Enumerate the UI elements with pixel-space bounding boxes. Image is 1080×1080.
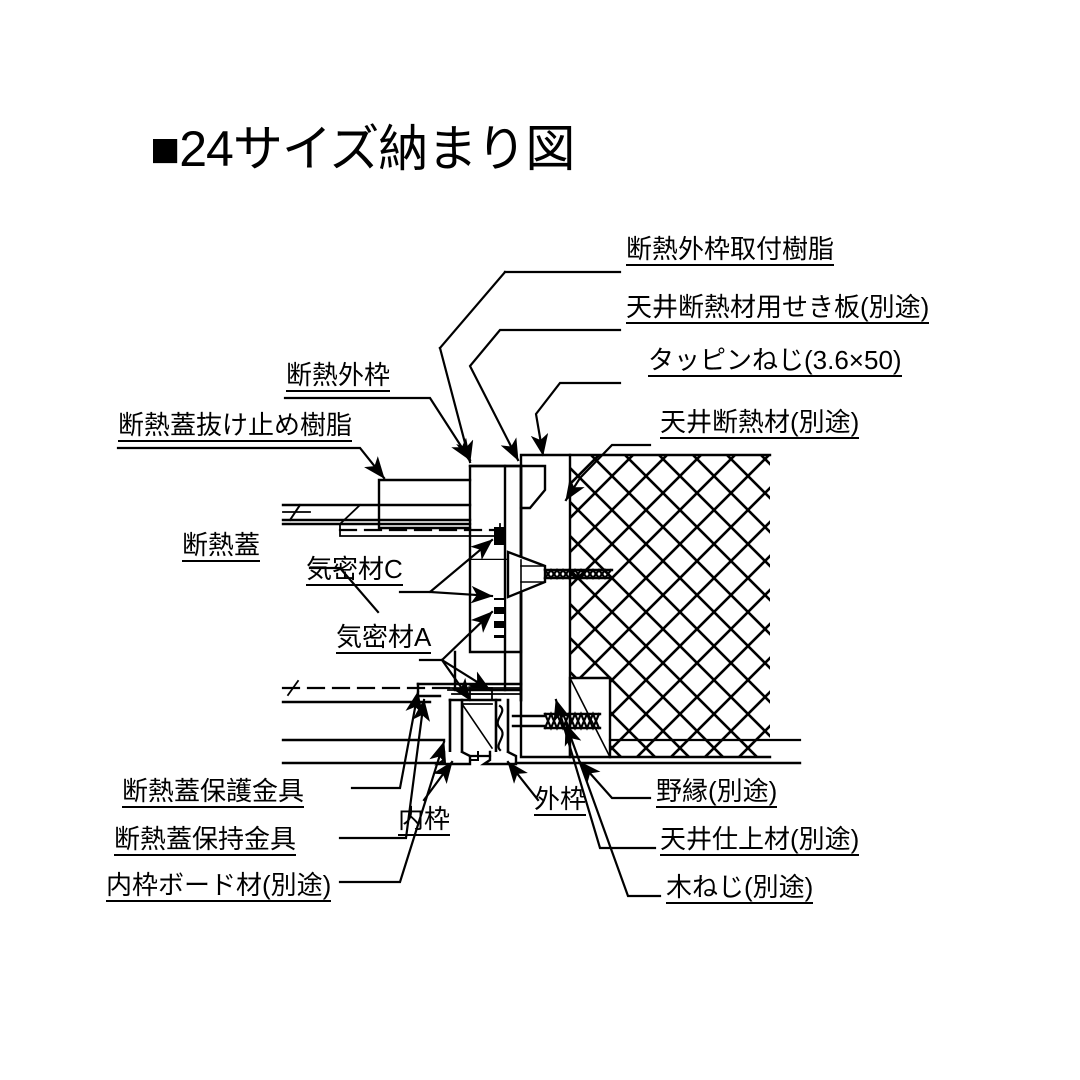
frame-profile-assembly — [416, 682, 523, 766]
label-outer-frame: 外枠 — [534, 784, 587, 816]
label-insulation-lid-holding-metal: 断熱蓋保持金具 — [114, 824, 297, 856]
label-insulation-lid-stopper-resin: 断熱蓋抜け止め樹脂 — [118, 410, 353, 442]
tapping-screw — [506, 550, 614, 599]
airtight-material-a — [494, 598, 504, 638]
label-wood-screw: 木ねじ(別途) — [666, 872, 814, 904]
label-inner-frame: 内枠 — [398, 804, 451, 836]
label-tapping-screw: タッピンねじ(3.6×50) — [648, 345, 902, 377]
label-insulation-outer-frame: 断熱外枠 — [286, 360, 391, 392]
label-ceiling-insulation-form-board: 天井断熱材用せき板(別途) — [626, 292, 930, 324]
label-insulation-outer-frame-mounting-resin: 断熱外枠取付樹脂 — [626, 234, 835, 266]
label-ceiling-finish-material: 天井仕上材(別途) — [660, 824, 860, 856]
label-inner-frame-board-material: 内枠ボード材(別途) — [106, 870, 332, 902]
label-airtight-material-a: 気密材A — [336, 622, 432, 654]
label-insulation-lid-protection-metal: 断熱蓋保護金具 — [122, 776, 305, 808]
form-board — [519, 453, 572, 759]
label-airtight-material-c: 気密材C — [306, 554, 403, 586]
label-insulation-lid: 断熱蓋 — [182, 530, 261, 562]
page-title: ■24サイズ納まり図 — [150, 121, 575, 177]
label-ceiling-insulation-material: 天井断熱材(別途) — [660, 407, 860, 439]
airtight-material-c — [494, 527, 505, 545]
leader-lines — [116, 270, 662, 898]
label-furring-strip: 野縁(別途) — [656, 776, 778, 808]
